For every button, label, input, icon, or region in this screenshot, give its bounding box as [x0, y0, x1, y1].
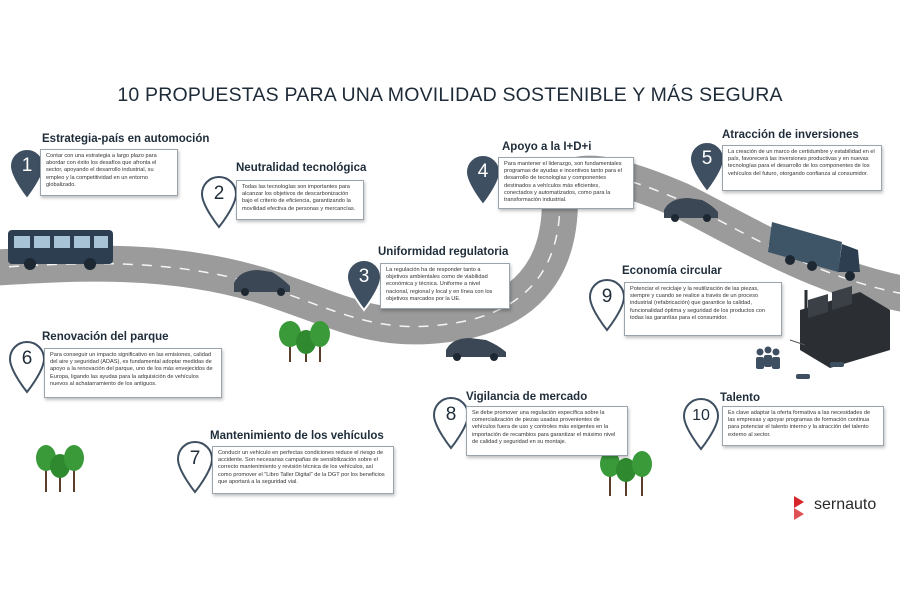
pin-icon: 6: [8, 340, 46, 394]
trees-icon: [279, 321, 330, 362]
pin-icon: 9: [588, 278, 626, 332]
proposal-number: 8: [445, 404, 457, 425]
proposal-text: Para conseguir un impacto significativo …: [44, 348, 222, 398]
car-icon: [446, 338, 506, 361]
car-icon: [664, 198, 718, 222]
proposal-title: Vigilancia de mercado: [466, 391, 588, 403]
proposal-text: Es clave adaptar la oferta formativa a l…: [722, 406, 884, 446]
proposal-text: Todas las tecnologías son importantes pa…: [236, 180, 364, 220]
brand-name: sernauto: [814, 496, 877, 513]
proposal-text: Se debe promover una regulación específi…: [466, 406, 628, 456]
proposal-number: 1: [21, 155, 33, 176]
bus-icon: [8, 230, 113, 270]
pin-icon: 7: [176, 440, 214, 494]
pin-icon: 3: [345, 258, 383, 312]
proposal-number: 4: [477, 161, 489, 182]
proposal-number: 5: [701, 148, 713, 169]
proposal-title: Neutralidad tecnológica: [236, 162, 367, 174]
proposal-title: Renovación del parque: [42, 331, 169, 343]
proposal-number: 10: [692, 407, 710, 424]
proposal-text: Para mantener el liderazgo, son fundamen…: [498, 157, 634, 209]
car-icon: [234, 270, 290, 296]
people-icon: [756, 346, 780, 369]
proposal-title: Economía circular: [622, 265, 722, 277]
proposal-number: 7: [189, 448, 201, 469]
proposal-number: 3: [358, 266, 370, 287]
pin-icon: 2: [200, 175, 238, 229]
proposal-text: Contar con una estrategia a largo plazo …: [40, 149, 178, 196]
pin-icon: 10: [682, 397, 720, 451]
proposal-text: Potenciar el reciclaje y la reutilizació…: [624, 282, 782, 336]
proposal-text: La regulación ha de responder tanto a ob…: [380, 263, 510, 309]
proposal-text: Conducir un vehículo en perfectas condic…: [212, 446, 394, 494]
proposal-title: Mantenimiento de los vehículos: [210, 430, 384, 442]
truck-icon: [768, 222, 860, 281]
trees-icon: [36, 445, 84, 492]
page-title: 10 PROPUESTAS PARA UNA MOVILIDAD SOSTENI…: [117, 84, 783, 106]
proposal-title: Uniformidad regulatoria: [378, 246, 509, 258]
pin-icon: 8: [432, 396, 470, 450]
proposal-number: 2: [213, 183, 225, 204]
proposal-number: 9: [601, 286, 613, 307]
proposal-title: Estrategia-país en automoción: [42, 133, 210, 145]
pin-icon: 4: [464, 153, 502, 207]
proposal-title: Atracción de inversiones: [722, 129, 859, 141]
proposal-number: 6: [21, 348, 33, 369]
sernauto-logo-icon: [794, 496, 804, 520]
proposal-title: Talento: [720, 392, 761, 404]
pin-icon: 5: [688, 140, 726, 194]
factory-icon: [789, 286, 890, 379]
proposal-title: Apoyo a la I+D+i: [502, 141, 592, 153]
proposal-text: La creación de un marco de certidumbre y…: [722, 145, 882, 191]
trees-icon: [600, 451, 652, 496]
